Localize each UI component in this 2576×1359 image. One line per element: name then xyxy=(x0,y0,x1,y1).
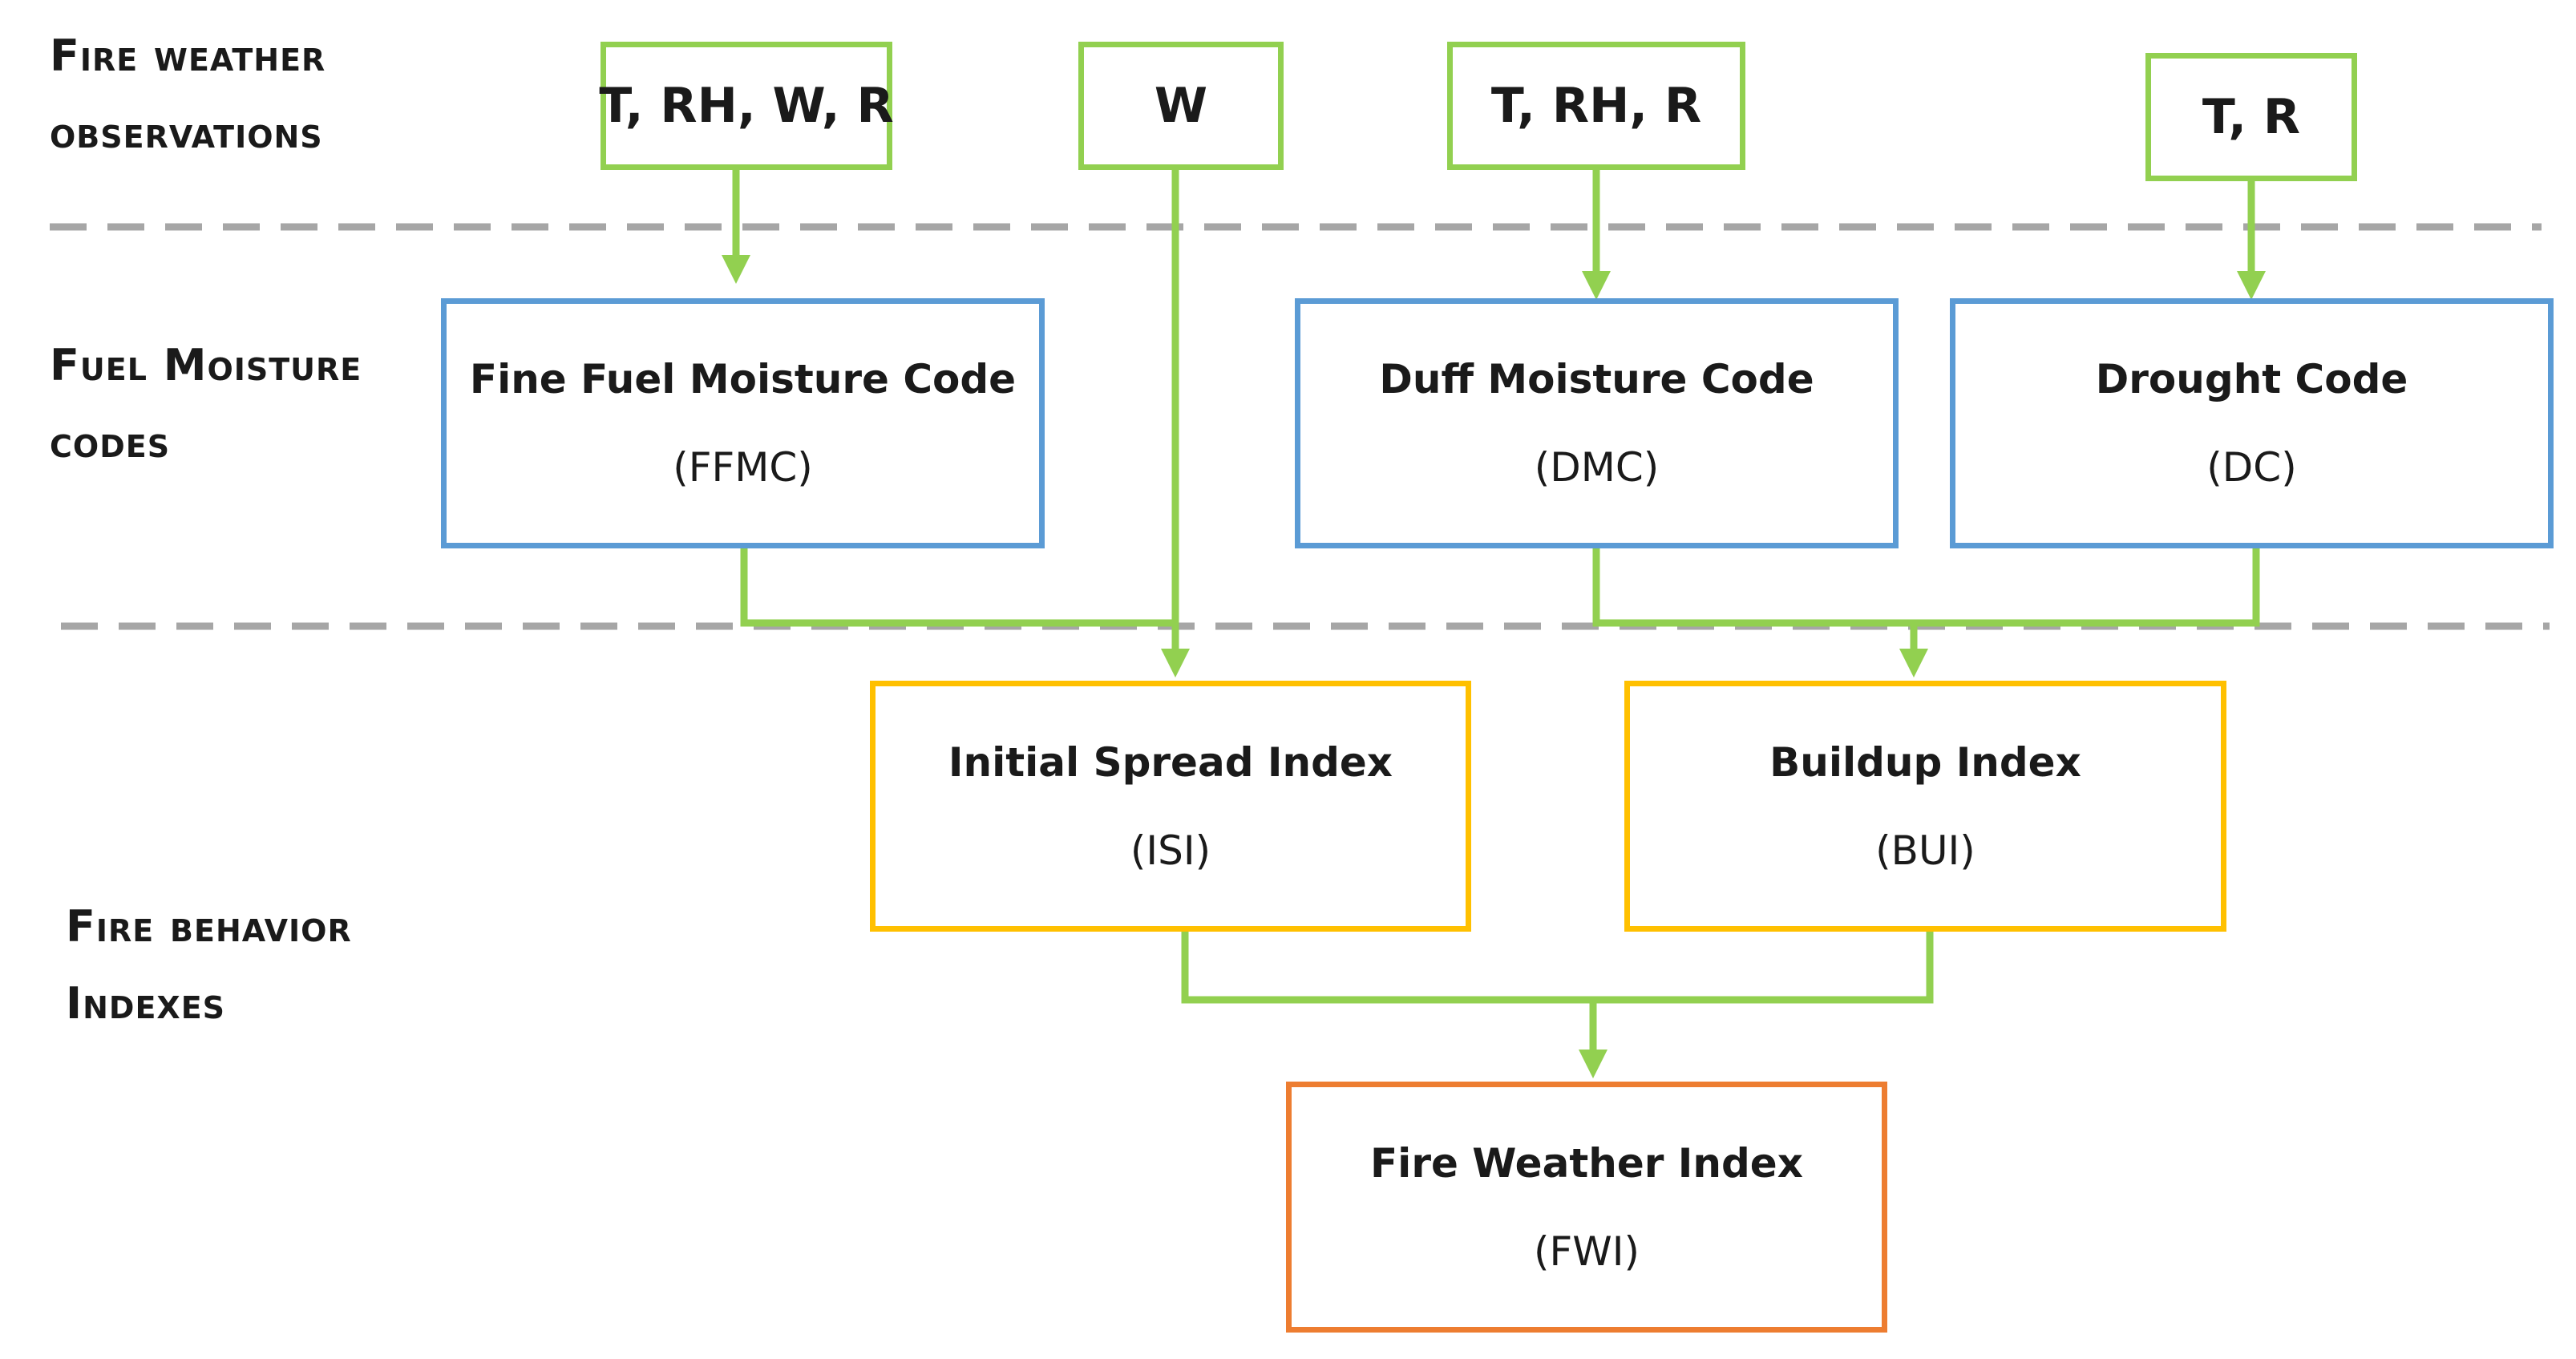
obs-label: T, RH, W, R xyxy=(599,78,894,134)
box-abbreviation: (DMC) xyxy=(1534,444,1660,491)
connector-dmc-dc-bus xyxy=(1592,548,2260,627)
box-title: Drought Code xyxy=(2095,356,2408,402)
connector-ffmc-to-isi xyxy=(740,548,1175,627)
tier-label-line: Fuel Moisture xyxy=(50,340,362,390)
obs-label: W xyxy=(1154,78,1208,134)
connector-isi-bui-bus xyxy=(1181,930,1934,1004)
box-abbreviation: (ISI) xyxy=(1130,827,1211,874)
obs-box-ffmc-inputs: T, RH, W, R xyxy=(599,42,894,170)
index-bui: Buildup Index (BUI) xyxy=(1624,681,2226,932)
obs-label: T, RH, R xyxy=(1490,78,1702,134)
moisture-code-dmc: Duff Moisture Code (DMC) xyxy=(1295,298,1899,548)
box-abbreviation: (DC) xyxy=(2206,444,2297,491)
box-abbreviation: (FFMC) xyxy=(673,444,813,491)
box-title: Fine Fuel Moisture Code xyxy=(469,356,1017,402)
box-title: Initial Spread Index xyxy=(948,738,1393,786)
box-title: Buildup Index xyxy=(1769,738,2081,786)
tier-label-line: codes xyxy=(50,417,171,467)
moisture-code-dc: Drought Code (DC) xyxy=(1950,298,2554,548)
tier-label-line: Fire behavior xyxy=(66,901,352,952)
obs-box-wind: W xyxy=(1078,42,1284,170)
tier-label-observations: Fire weather observations xyxy=(50,18,326,172)
tier-label-line: observations xyxy=(50,107,323,158)
tier-label-moisture: Fuel Moisture codes xyxy=(50,327,362,481)
tier-label-behavior: Fire behavior Indexes xyxy=(66,888,352,1042)
index-fwi: Fire Weather Index (FWI) xyxy=(1286,1082,1887,1333)
obs-box-dc-inputs: T, R xyxy=(2145,53,2357,181)
box-abbreviation: (FWI) xyxy=(1534,1228,1640,1275)
tier-label-line: Fire weather xyxy=(50,30,326,81)
box-title: Fire Weather Index xyxy=(1370,1139,1803,1187)
index-isi: Initial Spread Index (ISI) xyxy=(870,681,1471,932)
box-abbreviation: (BUI) xyxy=(1875,827,1975,874)
tier-label-line: Indexes xyxy=(66,978,226,1029)
obs-box-dmc-inputs: T, RH, R xyxy=(1447,42,1745,170)
moisture-code-ffmc: Fine Fuel Moisture Code (FFMC) xyxy=(441,298,1045,548)
box-title: Duff Moisture Code xyxy=(1379,356,1814,402)
obs-label: T, R xyxy=(2202,89,2301,145)
